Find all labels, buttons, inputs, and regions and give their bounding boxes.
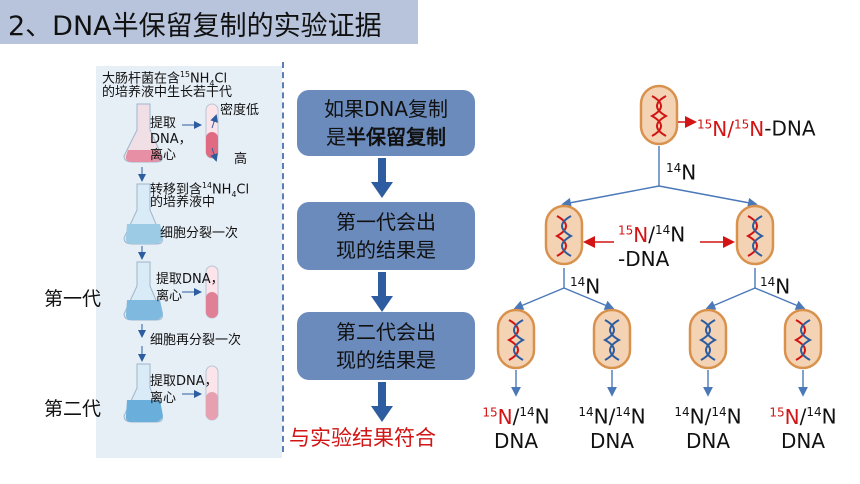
hypothesis-line2: 是半保留复制 bbox=[326, 125, 446, 149]
flask-icon bbox=[123, 261, 163, 321]
conclusion-text: 与实验结果符合 bbox=[289, 426, 436, 450]
generation-1-label: 第一代 bbox=[44, 288, 102, 310]
experiment-panel bbox=[96, 66, 282, 458]
transfer-line1: 转移到含14NH4Cl bbox=[150, 181, 250, 199]
medium-label-3: 14N bbox=[760, 274, 791, 299]
gen1-prediction-line1: 第一代会出 bbox=[336, 210, 436, 234]
gen1-dna-label: 15N/14N-DNA bbox=[618, 222, 686, 271]
divide-once-label: 细胞分裂一次 bbox=[160, 226, 239, 241]
gen1-prediction-box: 第一代会出 现的结果是 bbox=[297, 202, 475, 270]
medium-label-1: 14N bbox=[666, 160, 697, 185]
extract-label-1b: DNA， bbox=[150, 132, 192, 147]
extract-label-1c: 离心 bbox=[150, 148, 177, 163]
divider bbox=[282, 62, 284, 452]
bacterium-icon bbox=[544, 204, 584, 266]
transfer-line2: 的培养液中 bbox=[150, 195, 216, 210]
arrow-low-density bbox=[210, 114, 218, 129]
extract-label-3b: 离心 bbox=[150, 391, 177, 406]
lineage-lines bbox=[511, 146, 808, 397]
arrow-high-density bbox=[210, 147, 218, 162]
bacterium-icon bbox=[592, 308, 632, 370]
page-title: 2、DNA半保留复制的实验证据 bbox=[8, 11, 382, 42]
extract-label-2a: 提取DNA， bbox=[156, 272, 224, 287]
extract-label-2b: 离心 bbox=[156, 289, 183, 304]
test-tube-icon bbox=[205, 365, 219, 421]
gen1-prediction-line2: 现的结果是 bbox=[336, 238, 436, 262]
flask-icon bbox=[123, 363, 163, 423]
divide-again-label: 细胞再分裂一次 bbox=[150, 333, 242, 348]
generation-2-label: 第二代 bbox=[44, 398, 102, 420]
down-arrow-icon bbox=[371, 158, 393, 198]
gen2-prediction-line1: 第二代会出 bbox=[336, 320, 436, 344]
gen2-prediction-line2: 现的结果是 bbox=[336, 348, 436, 372]
density-high-label: 高 bbox=[234, 152, 248, 167]
density-low-label: 密度低 bbox=[220, 103, 260, 118]
title-bar bbox=[0, 0, 418, 44]
extract-label-1a: 提取 bbox=[150, 116, 177, 131]
test-tube-icon bbox=[205, 265, 219, 319]
medium-label-2: 14N bbox=[570, 274, 601, 299]
parent-dna-label: 15N/15N-DNA bbox=[697, 116, 816, 141]
hypothesis-line1: 如果DNA复制 bbox=[323, 97, 449, 121]
hypothesis-box: 如果DNA复制 是半保留复制 bbox=[297, 90, 475, 156]
test-tube-icon bbox=[205, 103, 219, 159]
down-arrow-icon bbox=[371, 382, 393, 422]
bacterium-icon bbox=[688, 308, 728, 370]
extract-label-3a: 提取DNA， bbox=[150, 374, 218, 389]
flask-icon bbox=[123, 103, 163, 163]
bacterium-icon bbox=[639, 84, 679, 146]
start-condition-line2: 的培养液中生长若干代 bbox=[102, 85, 233, 100]
bacterium-icon bbox=[735, 204, 775, 266]
flask-icon bbox=[123, 183, 163, 245]
down-arrow-icon bbox=[371, 272, 393, 312]
bacterium-icon bbox=[496, 308, 536, 370]
bacterium-icon bbox=[783, 308, 823, 370]
start-condition-line1: 大肠杆菌在含15NH4Cl bbox=[102, 70, 228, 88]
gen2-prediction-box: 第二代会出 现的结果是 bbox=[297, 312, 475, 380]
